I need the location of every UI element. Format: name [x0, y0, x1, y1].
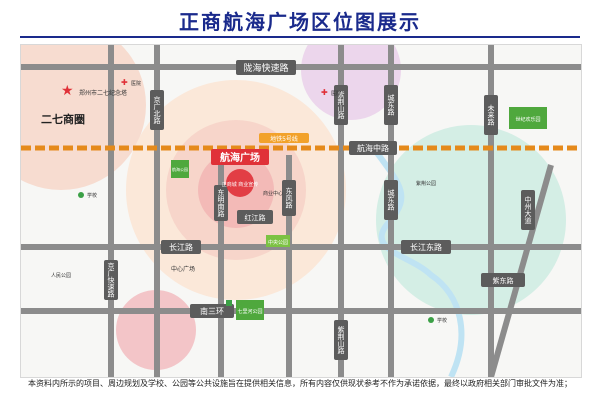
poi-zijing-park: 紫荆公园	[416, 180, 436, 187]
label-zijing: 紫荆山路	[337, 91, 345, 120]
school-icon-2	[428, 317, 434, 323]
label-changjiang-dong: 长江东路	[410, 242, 442, 252]
poi-school-1: 学校	[87, 192, 97, 199]
label-erqi-zone: 二七商圈	[41, 112, 85, 126]
page-title: 正商航海广场区位图展示	[179, 10, 421, 34]
metro5-badge: 地铁5号线	[259, 133, 309, 143]
project-name: 航海广场	[220, 151, 260, 164]
pois: 七里河公园 航海公园 世纪欢乐园 中央公园 中心广场 ✚ ✚ 医院 医院 学校 …	[51, 78, 547, 324]
label-changjiang: 长江路	[169, 242, 193, 252]
hospital-icon-1: ✚	[121, 78, 128, 87]
title-rule	[20, 36, 580, 38]
poi-hanghai-park: 航海公园	[172, 166, 188, 172]
label-longhai: 陇海快速路	[243, 62, 288, 74]
road-zhongzhou-line	[488, 164, 554, 377]
label-jingguang-n: 京广快速路	[107, 262, 115, 299]
map-canvas: 陇海快速路 航海中路 长江东路 长江路 南三环 紫荆山路 城东路 城东路 未来路	[21, 45, 581, 377]
label-hongjiang: 红江路	[245, 213, 266, 222]
school-icon-1	[78, 192, 84, 198]
label-jingqi: 京广北路	[153, 95, 161, 125]
poi-renmin-park: 人民公园	[51, 273, 71, 279]
label-laihe: 未来路	[487, 104, 495, 127]
poi-qilihe: 七里河公园	[237, 308, 262, 315]
label-zijing-s: 紫荆山路	[337, 326, 345, 355]
label-ziyun: 紫东路	[493, 276, 514, 285]
project-badge: 正商城 商业宣传	[222, 181, 259, 188]
river	[368, 143, 465, 377]
erqi-zone	[21, 45, 146, 190]
purple-zone	[301, 45, 401, 120]
label-nansanhuan: 南三环	[200, 306, 224, 316]
poi-erqi-tower: 郑州市二七纪念塔	[79, 89, 127, 97]
poi-shiji-park: 世纪欢乐园	[515, 116, 540, 123]
erqi-star-icon: ★	[61, 83, 74, 99]
disclaimer: 本资料内所示的项目、周边规划及学校、公园等公共设施旨在提供相关信息，所有内容仅供…	[28, 379, 572, 388]
poi-hospital-2: 医院	[331, 90, 341, 97]
hospital-icon-2: ✚	[321, 88, 328, 97]
label-chengdong-n: 城东路	[387, 95, 395, 117]
label-zhongzhou: 中州大道	[524, 195, 532, 225]
label-dongmingnan: 东明南路	[217, 188, 225, 218]
label-hanghai-zhong: 航海中路	[357, 143, 389, 153]
poi-hospital-1: 医院	[131, 80, 141, 87]
poi-mall: 商业中心	[263, 190, 283, 197]
location-map[interactable]: 陇海快速路 航海中路 长江东路 长江路 南三环 紫荆山路 城东路 城东路 未来路	[20, 44, 582, 378]
poi-school-2: 学校	[437, 317, 447, 324]
label-dongfeng: 东风路	[285, 187, 293, 210]
project-marker[interactable]: 航海广场 正商城 商业宣传	[211, 149, 269, 197]
road-labels: 陇海快速路 航海中路 长江东路 长江路 南三环 紫荆山路 城东路 城东路 未来路	[104, 60, 535, 360]
metro5-label: 地铁5号线	[270, 135, 298, 143]
poi-plaza: 中心广场	[171, 265, 195, 273]
poi-central-park: 中央公园	[268, 239, 288, 246]
label-chengdong-s: 城东路	[387, 190, 395, 212]
